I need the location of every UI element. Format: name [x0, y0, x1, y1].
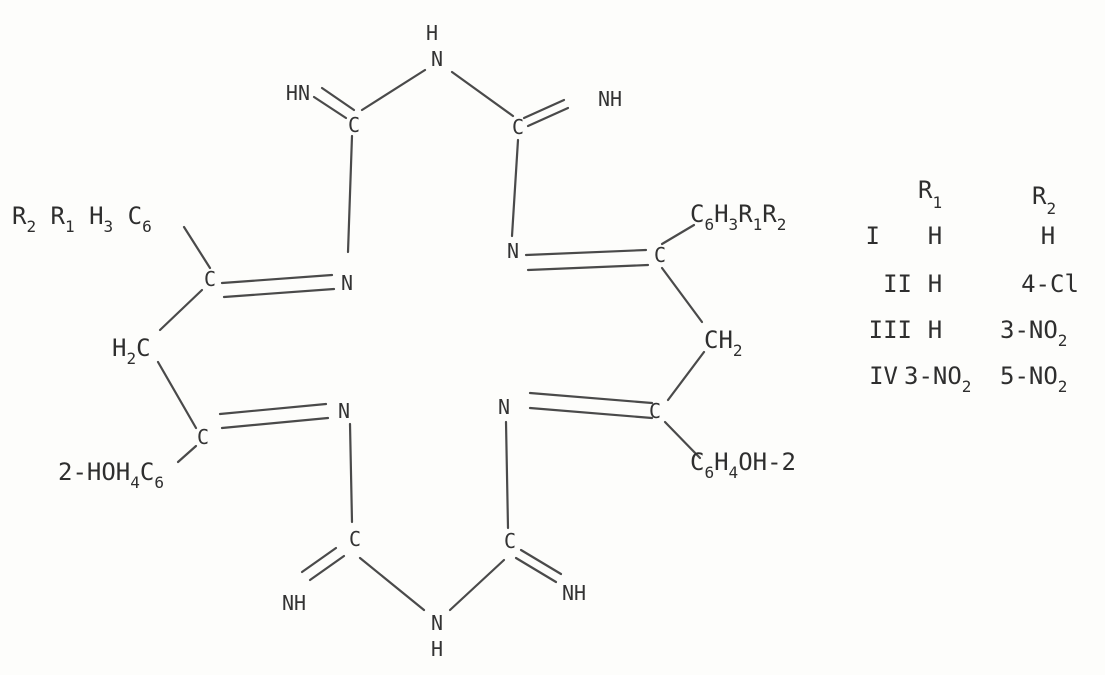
bond-low-right-double-a [528, 391, 654, 405]
atom-upper-right-nh: NH [598, 87, 622, 111]
table-row-ii-r1: H [928, 270, 942, 298]
bond-hn-double-b [320, 86, 356, 112]
atom-bottom-n: N [431, 611, 443, 635]
bond-lines [156, 68, 706, 612]
atom-upper-right-c: C [512, 115, 524, 139]
bond-right-c-ch2 [660, 266, 704, 324]
atom-bottom-left-nh: NH [282, 591, 306, 615]
bond-mid-right-double-b [526, 263, 650, 272]
bond-bottom-left-c-n [358, 556, 426, 612]
bond-left-c-ch2 [158, 288, 204, 332]
substituent-labels: R2 R1 H3 C6 H2C 2-HOH4C6 C6H3R1R2 CH2 C6… [12, 200, 796, 492]
bond-low-right-double-b [528, 406, 654, 420]
atom-bottom-h: H [431, 637, 443, 661]
atom-top-h: H [426, 21, 438, 45]
atom-low-right-c: C [649, 399, 661, 423]
table-row-iv-r2: 5-NO2 [1000, 362, 1067, 396]
atom-low-right-n: N [498, 395, 510, 419]
bond-mid-right-double-a [524, 248, 648, 257]
bond-mid-left-double-b [222, 287, 336, 299]
table-row-iii-r1: H [928, 316, 942, 344]
table-header-r2: R2 [1032, 182, 1056, 218]
atom-top-n: N [431, 47, 443, 71]
substituent-upper-left: R2 R1 H3 C6 [12, 202, 152, 236]
bond-mid-left-double-a [220, 273, 334, 285]
bond-bottom-right-nh-double-b [519, 548, 563, 576]
bond-low-right-n-down [504, 420, 510, 530]
bond-ch2-low-right-c [666, 350, 706, 402]
bond-nh-double-b [522, 98, 566, 120]
atom-bottom-left-c: C [349, 527, 361, 551]
bond-bottom-left-nh-double-a [308, 554, 346, 582]
atom-low-left-c: C [197, 425, 209, 449]
table-row-iii-id: III [869, 316, 912, 344]
bond-low-left-c-sub [176, 444, 198, 464]
table-row-iv-r1: 3-NO2 [904, 362, 971, 396]
bond-hn-double-a [312, 95, 348, 120]
atom-bottom-right-nh: NH [562, 581, 586, 605]
bond-low-right-c-sub [663, 420, 702, 460]
bond-ch2-low-left-c [156, 360, 198, 430]
ring-atoms: H N HN C C NH C N N C C N N C C C NH NH … [197, 21, 666, 661]
bond-low-left-double-a [218, 402, 328, 416]
bond-bottom-left-nh-double-b [300, 546, 338, 574]
table-row-ii-r2: 4-Cl [1021, 270, 1079, 298]
bond-bottom-right-c-n [448, 558, 506, 612]
substituent-lower-left: 2-HOH4C6 [58, 458, 164, 492]
bond-upper-left-c-down [346, 134, 354, 254]
bond-nh-double-a [526, 106, 570, 128]
bond-bottom-right-nh-double-a [514, 556, 558, 584]
bond-right-c-upper-sub [660, 223, 696, 246]
atom-upper-left-hn: HN [286, 81, 310, 105]
atom-mid-left-c: C [204, 267, 216, 291]
substituent-lower-right: C6H4OH-2 [690, 448, 796, 482]
bond-low-left-double-b [220, 416, 330, 430]
table-row-i-r2: H [1041, 222, 1055, 250]
table-row-i-r1: H [928, 222, 942, 250]
atom-bottom-right-c: C [504, 529, 516, 553]
bond-left-c-upper-sub [182, 225, 212, 270]
atom-mid-right-n: N [507, 239, 519, 263]
bond-upper-right-c-down [510, 138, 520, 238]
atom-mid-left-n: N [341, 271, 353, 295]
atom-low-left-n: N [338, 399, 350, 423]
atom-upper-left-c: C [348, 113, 360, 137]
atom-mid-right-c: C [654, 243, 666, 267]
compound-table: R1 R2 I H H II H 4-Cl III H 3-NO2 IV 3-N… [866, 176, 1079, 396]
table-row-ii-id: II [883, 270, 912, 298]
bond-top-n-left-c [360, 68, 427, 112]
bond-low-left-n-down [348, 422, 354, 524]
substituent-left-ch2: H2C [112, 334, 151, 368]
table-row-iii-r2: 3-NO2 [1000, 316, 1067, 350]
table-header-r1: R1 [918, 176, 942, 212]
table-row-iv-id: IV [869, 362, 898, 390]
bond-top-n-right-c [450, 70, 515, 118]
substituent-right-ch2: CH2 [704, 326, 743, 360]
table-row-i-id: I [866, 222, 880, 250]
substituent-upper-right: C6H3R1R2 [690, 200, 786, 234]
